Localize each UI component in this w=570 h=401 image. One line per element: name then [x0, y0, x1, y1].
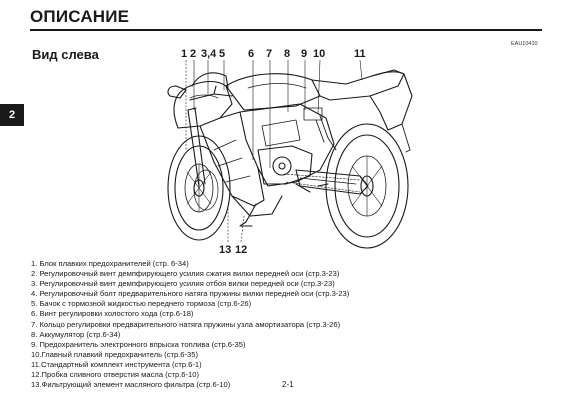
callout-6: 6: [248, 48, 255, 60]
frame-drawing: [239, 103, 335, 187]
chapter-tab: 2: [0, 104, 24, 126]
side-fairing-drawing: [199, 111, 265, 207]
parts-list-item: 1. Блок плавких предохранителей (стр. 6-…: [31, 259, 189, 268]
callout-2: 2: [190, 48, 197, 60]
leader-line-12: [240, 215, 245, 243]
parts-list-item: 12.Пробка сливного отверстия масла (стр.…: [31, 370, 200, 380]
tail-section-drawing: [369, 71, 413, 131]
callout-11: 11: [354, 48, 366, 60]
parts-list: 1. Блок плавких предохранителей (стр. 6-…: [31, 259, 349, 390]
swingarm-drawing: [295, 169, 369, 195]
parts-list-item: 11.Стандартный комплект инструмента (стр…: [31, 359, 202, 369]
parts-list-item: 4. Регулировочный болт предварительного …: [31, 289, 350, 299]
callout-13: 13: [219, 244, 232, 256]
callout-10: 10: [313, 48, 326, 60]
leader-line-11: [359, 59, 363, 81]
parts-list-item: 2. Регулировочный винт демпфирующего уси…: [31, 269, 340, 279]
callout-1: 1: [181, 48, 188, 60]
seat-drawing: [311, 69, 405, 101]
parts-list-item: 6. Винт регулировки холостого хода (стр.…: [31, 309, 194, 319]
callout-7: 7: [266, 48, 273, 60]
front-brake-disc-drawing: [193, 169, 219, 211]
parts-list-item: 10.Главный плавкий предохранитель (стр.6…: [31, 349, 199, 359]
callout-3-4: 3,4: [201, 48, 217, 60]
parts-list-item: 7. Кольцо регулировки предварительного н…: [31, 319, 341, 329]
parts-list-item: 5. Бачок с тормозной жидкостью переднего…: [31, 299, 252, 309]
rear-shock-drawing: [315, 115, 337, 151]
section-title: Вид слева: [32, 47, 99, 62]
page-title: ОПИСАНИЕ: [30, 7, 130, 26]
handlebar-drawing: [189, 85, 233, 101]
document-code: EAU10410: [511, 41, 538, 47]
callout-8: 8: [284, 48, 291, 60]
parts-list-item: 3. Регулировочный винт демпфирующего уси…: [31, 279, 335, 289]
parts-list-item: 13.Фильтрующий элемент масляного фильтра…: [31, 380, 231, 390]
mirror-drawing: [167, 85, 187, 99]
callout-12: 12: [235, 244, 248, 256]
leader-line-10: [317, 59, 321, 115]
rear-wheel-drawing: [325, 123, 409, 249]
front-fork-drawing: [187, 107, 206, 187]
fuel-tank-drawing: [225, 73, 321, 111]
page-number: 2-1: [282, 380, 294, 389]
parts-list-item: 9. Предохранитель электронного впрыска т…: [31, 339, 246, 349]
callout-5: 5: [219, 48, 226, 60]
lower-cowl-drawing: [231, 195, 283, 217]
chain-drawing: [283, 173, 361, 193]
title-rule: [30, 29, 542, 31]
parts-list-item: 8. Аккумулятор (стр.6-34): [31, 329, 121, 339]
windscreen-drawing: [191, 72, 229, 89]
callout-9: 9: [301, 48, 308, 60]
front-wheel-drawing: [167, 135, 231, 241]
footrest-drawing: [295, 183, 329, 193]
